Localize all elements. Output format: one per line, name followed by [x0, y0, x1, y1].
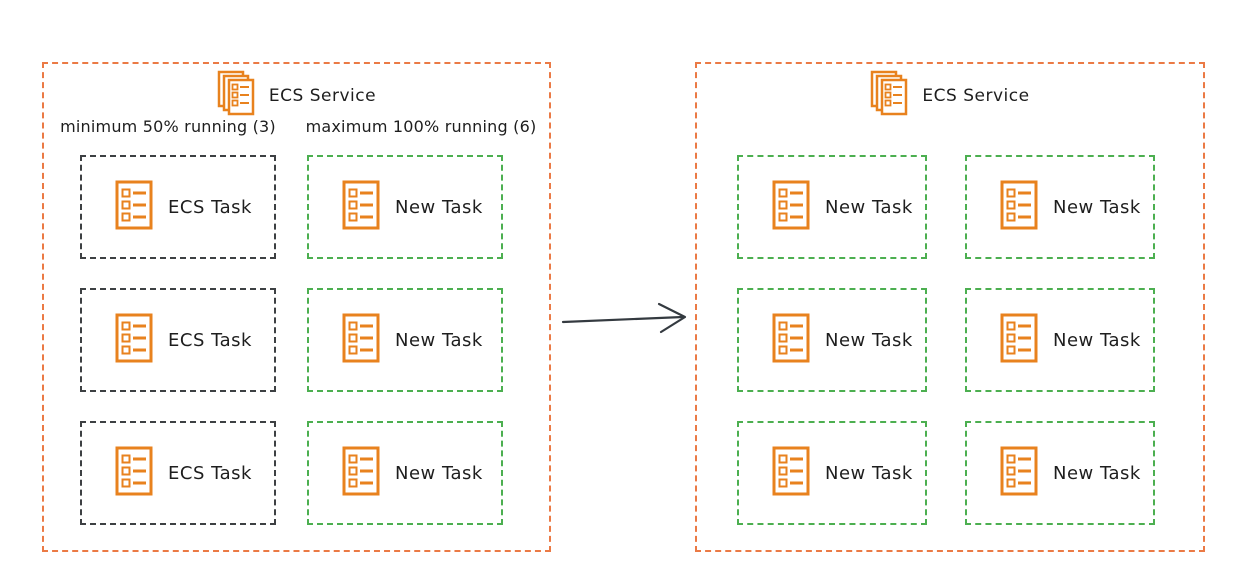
ecs-task-icon: [772, 313, 810, 367]
task-label: ECS Task: [168, 462, 252, 484]
ecs-service-icon: [217, 70, 257, 122]
ecs-task-box: ECS Task: [80, 421, 276, 525]
ecs-task-icon: [115, 446, 153, 500]
task-label: New Task: [1053, 329, 1141, 351]
task-label: New Task: [395, 196, 483, 218]
task-label: ECS Task: [168, 329, 252, 351]
ecs-task-icon: [115, 313, 153, 367]
ecs-task-icon: [342, 180, 380, 234]
service-title: ECS Service: [922, 86, 1030, 106]
service-header: ECS Service: [44, 70, 549, 122]
max-running-label: maximum 100% running (6): [305, 117, 537, 136]
ecs-service-icon: [870, 70, 910, 122]
new-task-box: New Task: [307, 155, 503, 259]
task-label: ECS Task: [168, 196, 252, 218]
task-label: New Task: [395, 329, 483, 351]
new-task-box: New Task: [307, 421, 503, 525]
min-running-label: minimum 50% running (3): [60, 117, 276, 136]
new-task-box: New Task: [737, 288, 927, 392]
ecs-task-box: ECS Task: [80, 155, 276, 259]
ecs-task-icon: [342, 446, 380, 500]
ecs-task-icon: [342, 313, 380, 367]
deployment-arrow-icon: [559, 296, 691, 344]
service-title: ECS Service: [268, 86, 377, 106]
new-task-box: New Task: [965, 155, 1155, 259]
ecs-task-icon: [1000, 180, 1038, 234]
new-task-box: New Task: [737, 421, 927, 525]
task-label: New Task: [825, 196, 913, 218]
ecs-service-after-panel: ECS Service New Task: [695, 62, 1205, 552]
ecs-task-icon: [772, 446, 810, 500]
task-label: New Task: [825, 329, 913, 351]
ecs-task-icon: [1000, 446, 1038, 500]
ecs-task-icon: [772, 180, 810, 234]
task-label: New Task: [1053, 462, 1141, 484]
new-task-box: New Task: [965, 421, 1155, 525]
task-label: New Task: [825, 462, 913, 484]
ecs-task-box: ECS Task: [80, 288, 276, 392]
task-label: New Task: [1053, 196, 1141, 218]
new-task-box: New Task: [307, 288, 503, 392]
ecs-service-before-panel: ECS Service minimum 50% running (3) maxi…: [42, 62, 551, 552]
new-task-box: New Task: [737, 155, 927, 259]
ecs-task-icon: [115, 180, 153, 234]
ecs-task-icon: [1000, 313, 1038, 367]
service-header: ECS Service: [697, 70, 1203, 122]
new-task-box: New Task: [965, 288, 1155, 392]
task-label: New Task: [395, 462, 483, 484]
